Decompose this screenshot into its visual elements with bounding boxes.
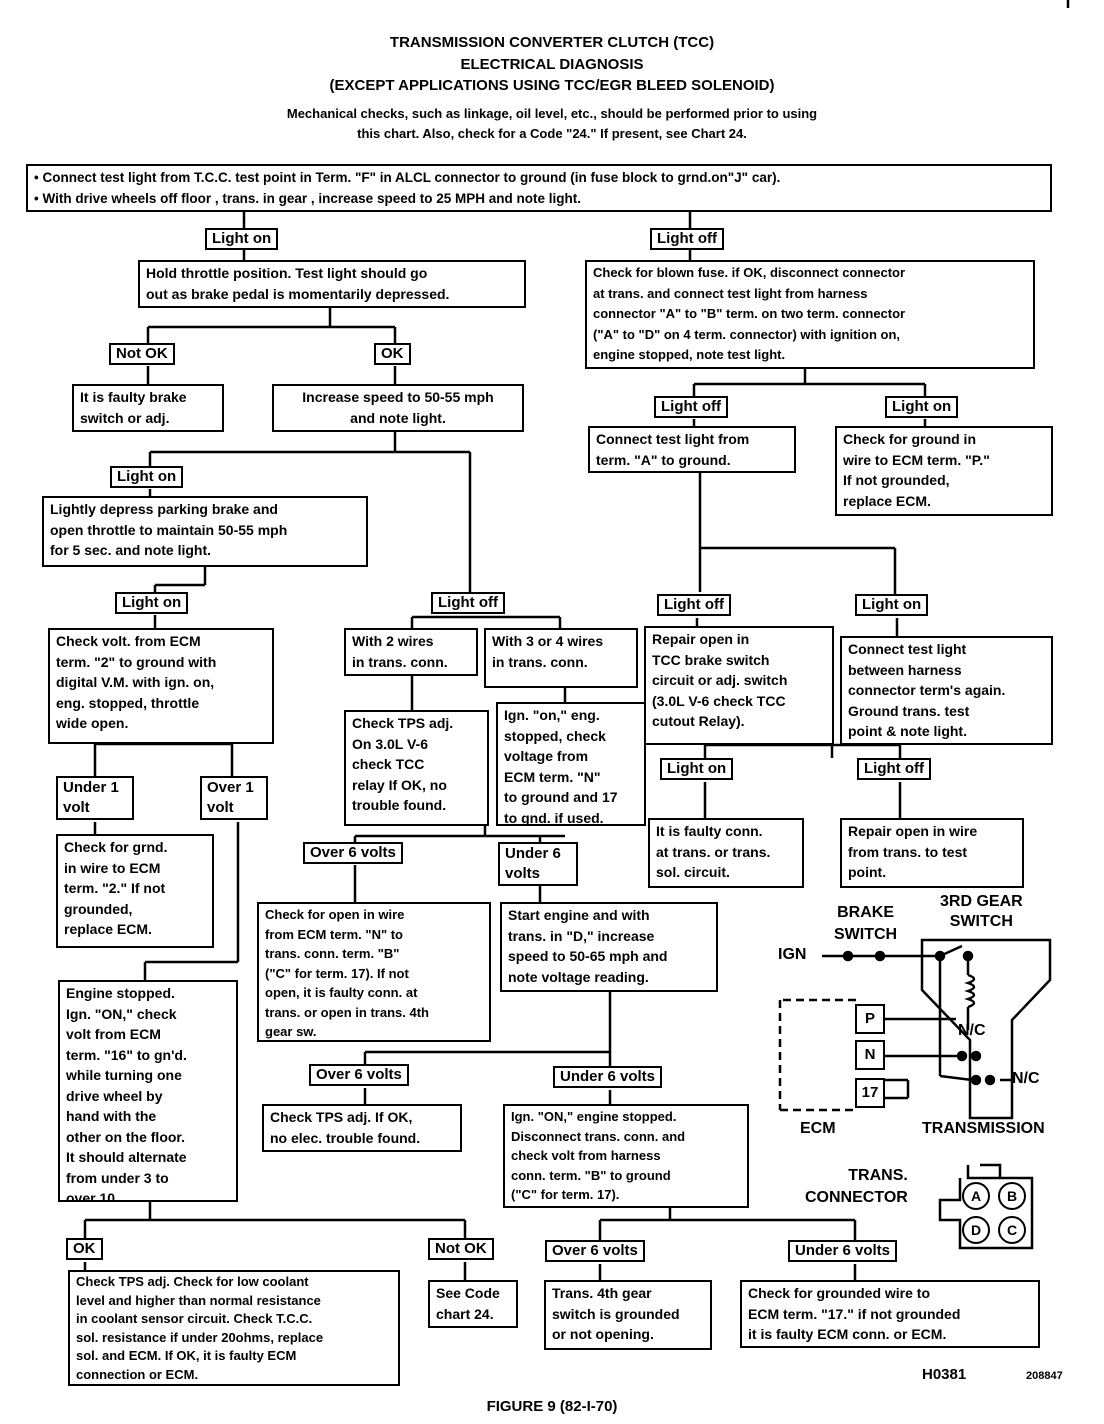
faulty-brake-switch-box: It is faulty brake switch or adj. bbox=[72, 384, 224, 432]
nc-label-1: N/C bbox=[958, 1022, 986, 1039]
ecm-term-p: P bbox=[855, 1004, 885, 1034]
label-not-ok: Not OK bbox=[428, 1238, 494, 1260]
start-instruction-box: • Connect test light from T.C.C. test po… bbox=[26, 164, 1052, 212]
figure-id: 208847 bbox=[1026, 1370, 1063, 1382]
label-light-on: Light on bbox=[855, 594, 929, 616]
label-light-off: Light off bbox=[657, 594, 731, 616]
label-ok: OK bbox=[374, 343, 411, 365]
label-over-6-volts: Over 6 volts bbox=[303, 842, 403, 864]
start-engine-drive-box: Start engine and with trans. in "D," inc… bbox=[500, 902, 718, 992]
check-volt-ecm-term2-box: Check volt. from ECM term. "2" to ground… bbox=[48, 628, 274, 744]
check-open-wire-ecm-n-box: Check for open in wire from ECM term. "N… bbox=[257, 902, 491, 1042]
third-gear-switch-label: 3RD GEAR SWITCH bbox=[940, 893, 1023, 930]
label-over-1-volt: Over 1 volt bbox=[200, 776, 268, 820]
label-light-on: Light on bbox=[110, 466, 184, 488]
label-light-on: Light on bbox=[205, 228, 279, 250]
label-under-6-volts: Under 6 volts bbox=[553, 1066, 663, 1088]
check-voltage-ecm-n-box: Ign. "on," eng. stopped, check voltage f… bbox=[496, 702, 646, 826]
check-blown-fuse-box: Check for blown fuse. if OK, disconnect … bbox=[585, 260, 1035, 369]
label-light-off: Light off bbox=[654, 396, 728, 418]
label-light-on: Light on bbox=[660, 758, 734, 780]
check-tps-3-0l-box: Check TPS adj. On 3.0L V-6 check TCC rel… bbox=[344, 710, 489, 826]
ecm-term-17: 17 bbox=[855, 1078, 885, 1108]
label-under-6-volts: Under 6 volts bbox=[788, 1240, 898, 1262]
label-ok: OK bbox=[66, 1238, 103, 1260]
depress-parking-brake-box: Lightly depress parking brake and open t… bbox=[42, 496, 368, 567]
fourth-gear-switch-grounded-box: Trans. 4th gear switch is grounded or no… bbox=[544, 1280, 712, 1350]
see-code-chart-24-box: See Code chart 24. bbox=[428, 1280, 518, 1328]
nc-label-2: N/C bbox=[1012, 1070, 1040, 1087]
connect-test-light-harness-box: Connect test light between harness conne… bbox=[840, 636, 1053, 745]
intro-note-line2: this chart. Also, check for a Code "24."… bbox=[357, 126, 747, 141]
chart-subtitle: ELECTRICAL DIAGNOSIS bbox=[460, 56, 644, 73]
chart-exception-note: (EXCEPT APPLICATIONS USING TCC/EGR BLEED… bbox=[329, 77, 775, 94]
connect-test-light-term-a-box: Connect test light from term. "A" to gro… bbox=[588, 426, 796, 473]
three-four-wires-box: With 3 or 4 wires in trans. conn. bbox=[484, 628, 638, 688]
engine-stopped-term16-box: Engine stopped. Ign. "ON," check volt fr… bbox=[58, 980, 238, 1202]
brake-switch-label: BRAKE SWITCH bbox=[834, 904, 898, 943]
check-ground-ecm-p-box: Check for ground in wire to ECM term. "P… bbox=[835, 426, 1053, 516]
connector-pin-b: B bbox=[998, 1182, 1026, 1210]
repair-open-tcc-brake-switch-box: Repair open in TCC brake switch circuit … bbox=[644, 626, 834, 745]
label-light-on: Light on bbox=[115, 592, 189, 614]
intro-note-line1: Mechanical checks, such as linkage, oil … bbox=[286, 106, 818, 121]
ecm-label: ECM bbox=[800, 1120, 836, 1137]
label-under-1-volt: Under 1 volt bbox=[56, 776, 134, 820]
label-light-off: Light off bbox=[650, 228, 724, 250]
hold-throttle-box: Hold throttle position. Test light shoul… bbox=[138, 260, 526, 308]
two-wires-box: With 2 wires in trans. conn. bbox=[344, 628, 478, 676]
connector-pin-a: A bbox=[962, 1182, 990, 1210]
label-over-6-volts: Over 6 volts bbox=[309, 1064, 409, 1086]
faulty-conn-trans-box: It is faulty conn. at trans. or trans. s… bbox=[648, 818, 804, 888]
transmission-label: TRANSMISSION bbox=[922, 1120, 1045, 1137]
label-light-off: Light off bbox=[431, 592, 505, 614]
connector-pin-c: C bbox=[998, 1216, 1026, 1244]
check-tps-no-trouble-box: Check TPS adj. If OK, no elec. trouble f… bbox=[262, 1104, 462, 1152]
repair-open-wire-trans-box: Repair open in wire from trans. to test … bbox=[840, 818, 1024, 888]
figure-caption: FIGURE 9 (82-I-70) bbox=[486, 1398, 618, 1415]
check-ground-ecm-term2-box: Check for grnd. in wire to ECM term. "2.… bbox=[56, 834, 214, 948]
check-tps-coolant-box: Check TPS adj. Check for low coolant lev… bbox=[68, 1270, 400, 1386]
figure-code: H0381 bbox=[922, 1366, 967, 1383]
ecm-term-n: N bbox=[855, 1040, 885, 1070]
label-not-ok: Not OK bbox=[109, 343, 175, 365]
ign-label: IGN bbox=[778, 946, 807, 963]
trans-connector-label: TRANS. CONNECTOR bbox=[805, 1167, 908, 1206]
label-light-on: Light on bbox=[885, 396, 959, 418]
label-under-6-volts: Under 6 volts bbox=[498, 842, 578, 886]
increase-speed-box: Increase speed to 50-55 mph and note lig… bbox=[272, 384, 524, 432]
label-over-6-volts: Over 6 volts bbox=[545, 1240, 645, 1262]
disconnect-trans-conn-box: Ign. "ON," engine stopped. Disconnect tr… bbox=[503, 1104, 749, 1208]
label-light-off: Light off bbox=[857, 758, 931, 780]
chart-title: TRANSMISSION CONVERTER CLUTCH (TCC) bbox=[389, 34, 715, 51]
connector-pin-d: D bbox=[962, 1216, 990, 1244]
check-grounded-wire-17-box: Check for grounded wire to ECM term. "17… bbox=[740, 1280, 1040, 1348]
